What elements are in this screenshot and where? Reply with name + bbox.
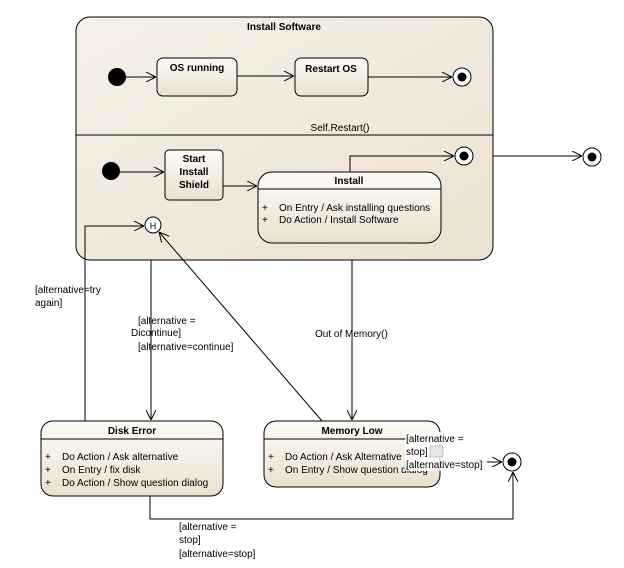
state-disk-error-box <box>40 420 224 497</box>
state-memory-low-activity-1: Do Action / Ask Alternative <box>285 452 402 463</box>
guard-discontinue-line-1: [alternative = <box>138 316 196 327</box>
state-start-install-shield-box <box>164 149 224 201</box>
activity-marker: + <box>45 478 51 489</box>
state-os-running-box <box>156 57 238 97</box>
guard-disk-stop-line-3: [alternative=stop] <box>179 549 256 560</box>
state-memory-low-activity-2: On Entry / Show question dialog <box>285 465 428 476</box>
guard-memory-stop: [alternative = stop] [alternative=stop] <box>405 432 487 471</box>
state-start-install-shield-line-3: Shield <box>179 180 209 191</box>
state-memory-low-title: Memory Low <box>321 426 382 437</box>
state-start-install-shield-line-2: Install <box>180 167 209 178</box>
history-state-symbol: H <box>150 221 157 231</box>
guard-retry-line-1: [alternative=try <box>35 285 101 296</box>
transition-memory-low-to-history[interactable] <box>159 232 323 422</box>
guard-memory-stop-line-1: [alternative = <box>406 434 464 445</box>
final-state-1-dot <box>457 72 467 82</box>
transition-install-to-final[interactable] <box>349 156 454 172</box>
activity-marker: + <box>268 452 274 463</box>
state-disk-error-activity-1: Do Action / Ask alternative <box>62 452 179 463</box>
activity-marker: + <box>262 215 268 226</box>
final-state-2-dot <box>459 151 469 161</box>
state-restart-os[interactable]: Restart OS <box>294 57 369 97</box>
state-disk-error[interactable]: Disk Error + Do Action / Ask alternative… <box>40 420 224 497</box>
final-state-bottom[interactable] <box>502 452 522 472</box>
guard-memory-stop-line-2: stop] <box>406 447 428 458</box>
activity-marker: + <box>45 452 51 463</box>
guard-discontinue-line-2: Dicontinue] <box>131 328 181 339</box>
final-state-outer-dot <box>587 152 597 162</box>
guard-memory-stop-highlight <box>429 445 444 458</box>
state-install-activity-1: On Entry / Ask installing questions <box>279 203 430 214</box>
state-disk-error-title: Disk Error <box>108 426 156 437</box>
guard-disk-stop-line-1: [alternative = <box>179 522 237 533</box>
activity-marker: + <box>45 465 51 476</box>
state-os-running[interactable]: OS running <box>156 57 238 97</box>
composite-state-title: Install Software <box>247 22 321 33</box>
guard-discontinue-line-3: [alternative=continue] <box>138 342 234 353</box>
state-restart-os-label: Restart OS <box>305 64 357 75</box>
initial-state-2[interactable] <box>102 162 120 180</box>
guard-memory-stop-background <box>405 432 487 471</box>
guard-retry-line-2: again] <box>35 298 62 309</box>
final-state-bottom-dot <box>507 457 517 467</box>
state-install[interactable]: Install + On Entry / Ask installing ques… <box>257 171 442 244</box>
region-label: Self.Restart() <box>311 123 370 134</box>
state-start-install-shield[interactable]: Start Install Shield <box>164 149 224 201</box>
state-install-activity-2: Do Action / Install Software <box>279 215 399 226</box>
state-start-install-shield-line-1: Start <box>183 154 206 165</box>
transition-disk-error-retry[interactable] <box>84 226 144 421</box>
state-disk-error-activity-3: Do Action / Show question dialog <box>62 478 208 489</box>
guard-disk-stop-line-2: stop] <box>179 535 201 546</box>
transition-disk-error-stop[interactable] <box>149 472 513 520</box>
guard-memory-stop-line-3: [alternative=stop] <box>406 460 483 471</box>
activity-marker: + <box>262 203 268 214</box>
trigger-out-of-memory: Out of Memory() <box>315 329 388 340</box>
state-os-running-label: OS running <box>170 63 224 74</box>
state-install-title: Install <box>335 176 364 187</box>
state-disk-error-activity-2: On Entry / fix disk <box>62 465 141 476</box>
final-state-2[interactable] <box>454 146 474 166</box>
activity-marker: + <box>268 465 274 476</box>
history-state[interactable]: H <box>144 216 162 234</box>
history-state-circle <box>144 216 162 234</box>
final-state-1[interactable] <box>452 67 472 87</box>
initial-state-1[interactable] <box>108 68 126 86</box>
final-state-outer[interactable] <box>582 147 602 167</box>
